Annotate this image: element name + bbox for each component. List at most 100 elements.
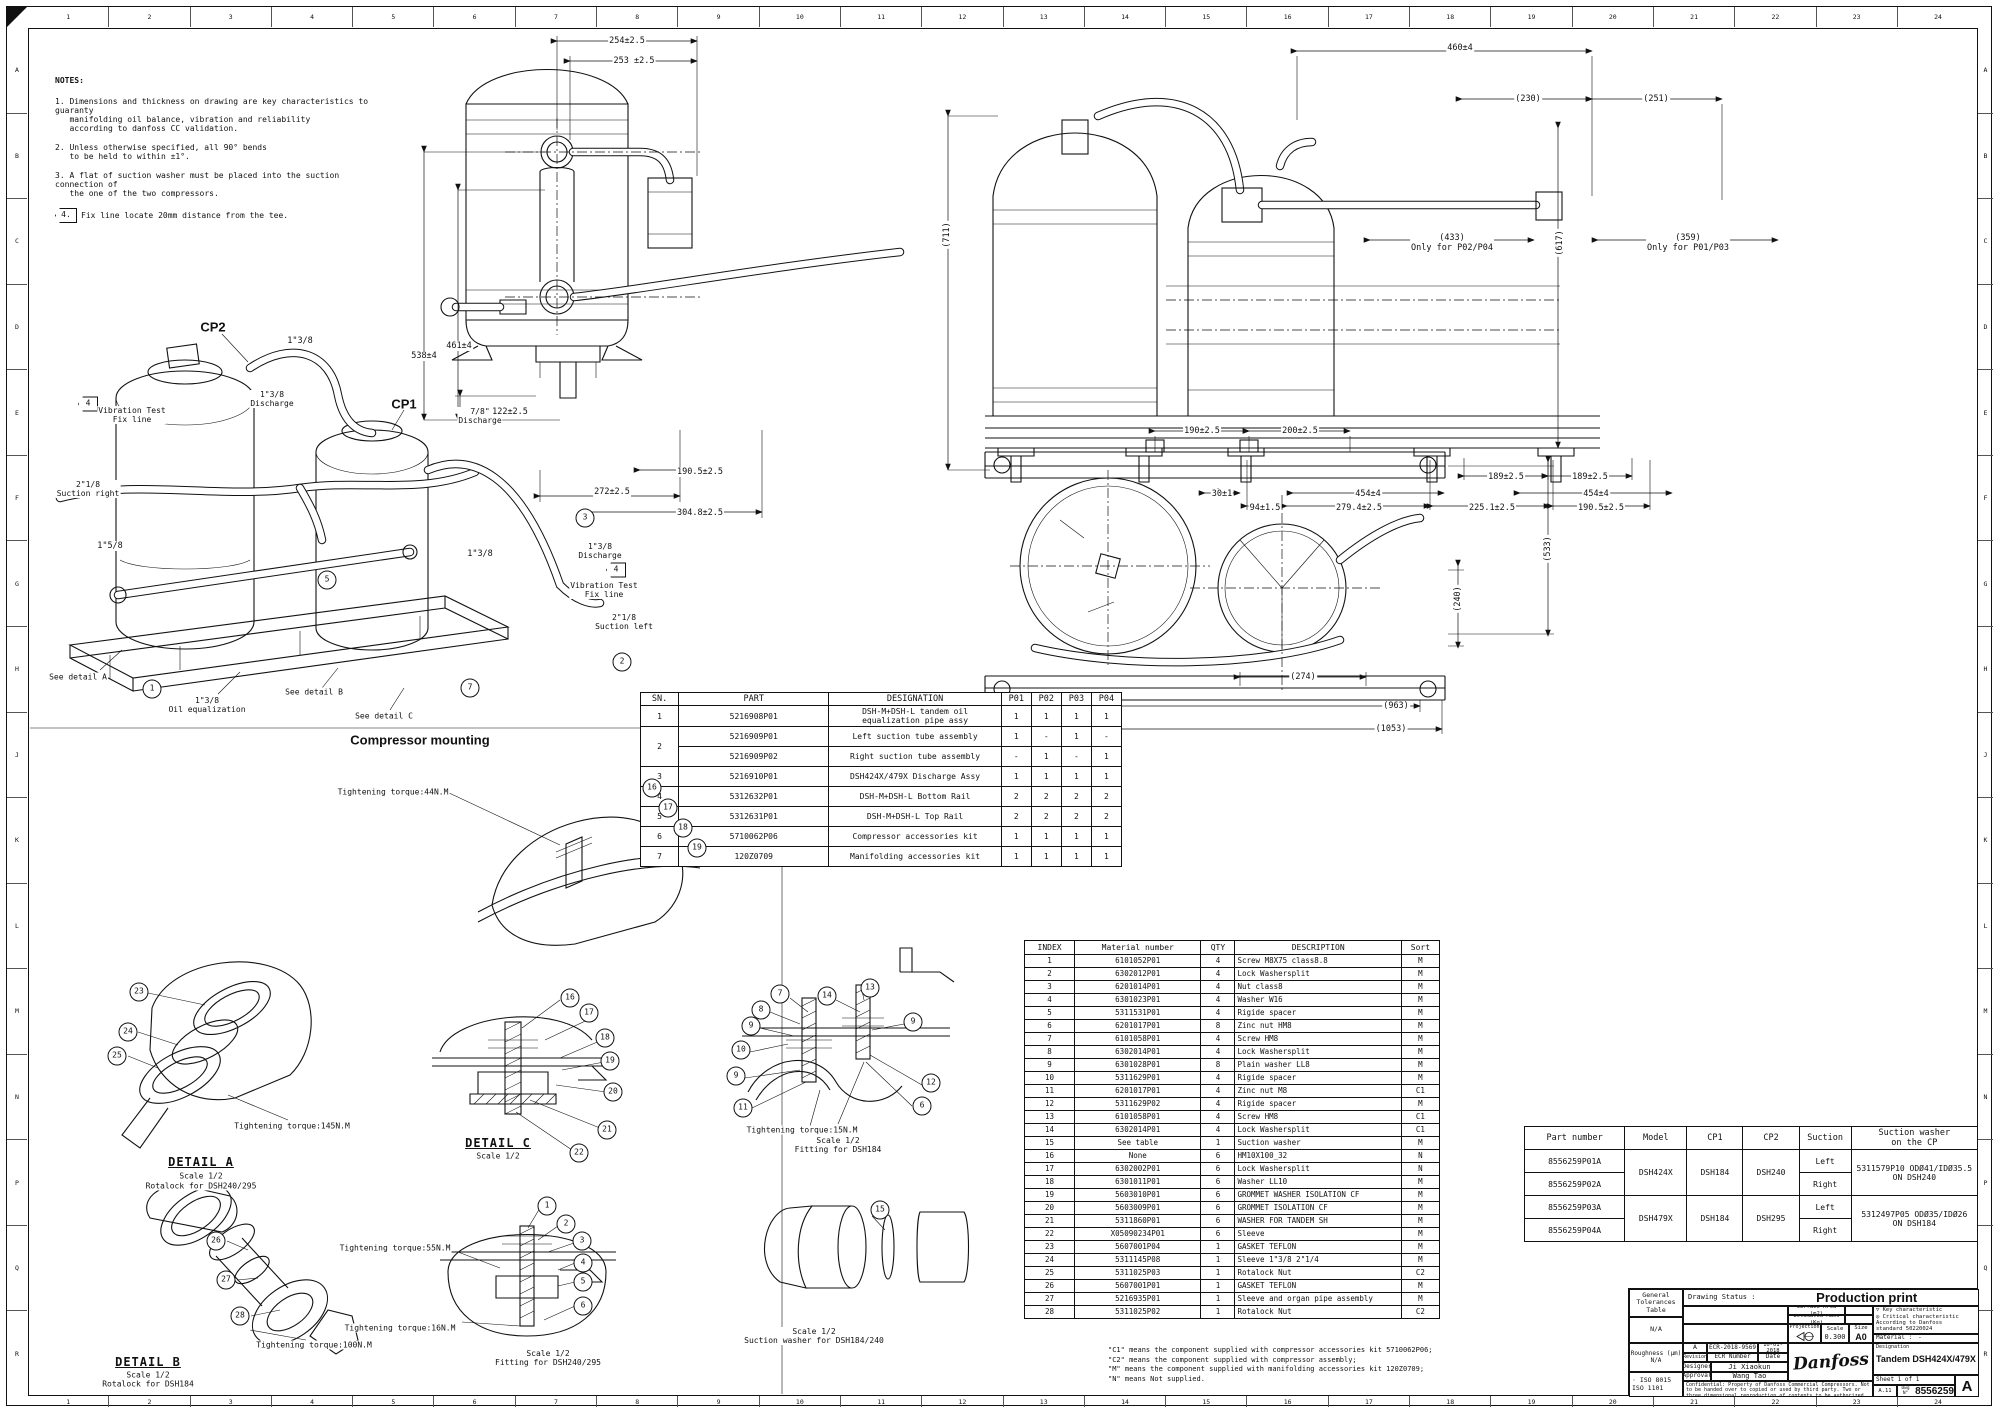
frame-coordinate: 14 xyxy=(1083,7,1165,27)
callout-5: 5 xyxy=(317,570,337,590)
fitting-240-caption: Scale 1/2 Fitting for DSH240/295 xyxy=(494,1349,602,1367)
callout-7: 7 xyxy=(460,678,480,698)
table-cell: 4 xyxy=(1200,967,1236,981)
table-cell: 6201017P01 xyxy=(1074,1019,1202,1033)
callout-2m: 2 xyxy=(556,1214,576,1234)
dim-1053: (1053) xyxy=(1374,724,1408,734)
table-cell: 1 xyxy=(1000,826,1032,847)
table-cell: 1 xyxy=(1200,1266,1236,1280)
scale-cell: Scale 0.300 xyxy=(1821,1324,1849,1343)
table-cell: Lock Washersplit xyxy=(1234,1123,1402,1137)
table-cell: 5607001P04 xyxy=(1074,1240,1202,1254)
frame-coordinate: 21 xyxy=(1652,7,1734,27)
callout-9h: 9 xyxy=(903,1012,923,1032)
table-cell: Left xyxy=(1798,1195,1852,1219)
frame-coordinate: 24 xyxy=(1896,7,1978,27)
frame-coordinate: 22 xyxy=(1734,1396,1815,1407)
frame-coordinate: P xyxy=(1978,1139,1993,1225)
table-cell: 1 xyxy=(1090,746,1123,767)
table-cell: DSH184 xyxy=(1686,1149,1744,1196)
table-cell: C2 xyxy=(1400,1266,1441,1280)
table-cell: 8556259P03A xyxy=(1523,1195,1626,1219)
table-cell: Left suction tube assembly xyxy=(828,726,1002,747)
callout-17: 17 xyxy=(579,1003,599,1023)
table-cell: M xyxy=(1400,967,1441,981)
column-header: Material number xyxy=(1074,940,1202,955)
frame-coordinate: F xyxy=(7,454,27,541)
table-cell: WASHER FOR TANDEM SH xyxy=(1234,1214,1402,1228)
table-cell: HM10X100_32 xyxy=(1234,1149,1402,1163)
table-cell: 11 xyxy=(1023,1084,1076,1098)
table-cell: 5607001P01 xyxy=(1074,1279,1202,1293)
frame-coordinate: 17 xyxy=(1327,1396,1409,1407)
frame-coordinate: 6 xyxy=(433,1396,514,1407)
size-cell: Size A0 xyxy=(1849,1324,1873,1343)
torque-145-label: Tightening torque:145N.M xyxy=(233,1121,351,1131)
size-value: A0 xyxy=(1855,1331,1867,1342)
table-cell: 1 xyxy=(1090,705,1123,727)
frame-coordinate: 7 xyxy=(514,1396,596,1407)
text-line: "C1" means the component supplied with c… xyxy=(1108,1346,1433,1354)
detail-b-sketch xyxy=(146,1184,359,1355)
table-cell: 6301011P01 xyxy=(1074,1175,1202,1189)
column-header: CP2 xyxy=(1742,1126,1800,1150)
table-cell: 7 xyxy=(639,846,680,867)
iso-standards-cell: · ISO 8015 ISO 1101 xyxy=(1629,1372,1683,1397)
dim-304-8: 304.8±2.5 xyxy=(675,508,725,518)
tolerances-na-cell: N/A xyxy=(1629,1317,1683,1343)
confidential-note: Confidential: Property of Danfoss Commer… xyxy=(1683,1381,1873,1397)
table-cell: Lock Washersplit xyxy=(1234,967,1402,981)
table-cell: Left xyxy=(1798,1149,1852,1173)
surface-area-label: Surface Area (m2) xyxy=(1788,1306,1845,1315)
callout-18b: 18 xyxy=(673,818,693,838)
frame-coordinate: 16 xyxy=(1246,1396,1327,1407)
table-cell: 2 xyxy=(1060,786,1092,807)
table-cell: Sleeve and organ pipe assembly xyxy=(1234,1292,1402,1306)
table-cell: 5311860P01 xyxy=(1074,1214,1202,1228)
table-cell: 1 xyxy=(639,705,680,727)
frame-coordinate: N xyxy=(7,1053,27,1140)
dim-461: 461±4 xyxy=(445,341,473,351)
dim-433: (433) Only for P02/P04 xyxy=(1410,233,1494,253)
table-cell: 2 xyxy=(1000,806,1032,827)
table-cell: Suction washer xyxy=(1234,1136,1402,1150)
frame-coordinate: 12 xyxy=(921,1396,1002,1407)
table-cell: 1 xyxy=(1060,726,1092,747)
frame-coordinate: 24 xyxy=(1896,1396,1978,1407)
date-label: Date xyxy=(1758,1353,1788,1362)
callout-2: 2 xyxy=(612,652,632,672)
table-cell: M xyxy=(1400,1019,1441,1033)
frame-coordinate: 13 xyxy=(1002,1396,1084,1407)
text-line: 2. Unless otherwise specified, all 90° b… xyxy=(55,143,267,161)
dim-963: (963) xyxy=(1382,701,1410,711)
callout-1: 1 xyxy=(142,679,162,699)
flag-note4-icon: 4 xyxy=(606,562,626,578)
fitting-184-caption: Scale 1/2 Fitting for DSH184 xyxy=(793,1136,883,1154)
table-cell: Washer W16 xyxy=(1234,993,1402,1007)
text-line: 1. Dimensions and thickness on drawing a… xyxy=(55,97,369,133)
callout-25: 25 xyxy=(107,1046,127,1066)
table-cell: Rigide spacer xyxy=(1234,1006,1402,1020)
dim-272: 272±2.5 xyxy=(593,487,631,497)
table-cell: 6201014P01 xyxy=(1074,980,1202,994)
table-cell: Screw HM8 xyxy=(1234,1032,1402,1046)
torque-15-label: Tightening torque:15N.M xyxy=(745,1125,859,1135)
table-cell: 1 xyxy=(1030,826,1062,847)
table-cell: 1 xyxy=(1030,766,1062,787)
table-cell: 5312631P01 xyxy=(678,806,830,827)
table-cell: 6302002P01 xyxy=(1074,1162,1202,1176)
